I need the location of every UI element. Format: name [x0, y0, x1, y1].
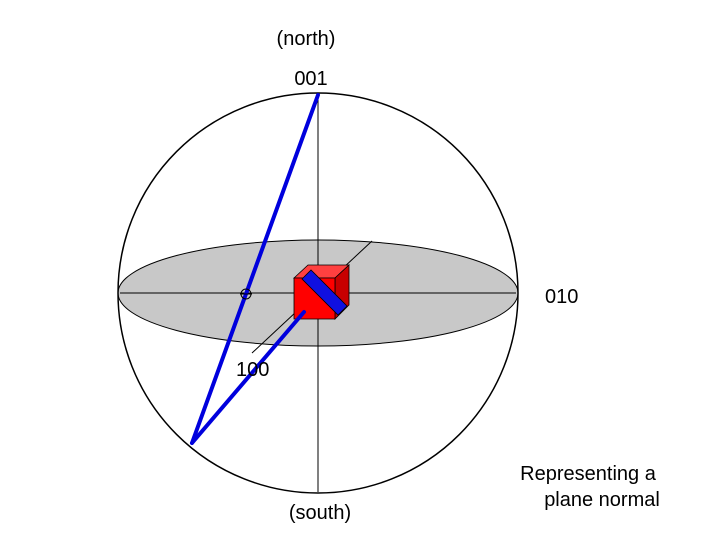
projection-line [190, 93, 320, 445]
plane-normal-line [190, 310, 306, 445]
label-100: 100 [236, 359, 269, 381]
plane-slab [301, 269, 348, 316]
label-010: 010 [545, 286, 578, 308]
label-north: (north) [277, 28, 336, 50]
caption-line-2: plane normal [544, 489, 660, 511]
label-south: (south) [289, 502, 351, 524]
label-001: 001 [294, 68, 327, 90]
caption-line-1: Representing a [520, 463, 657, 485]
